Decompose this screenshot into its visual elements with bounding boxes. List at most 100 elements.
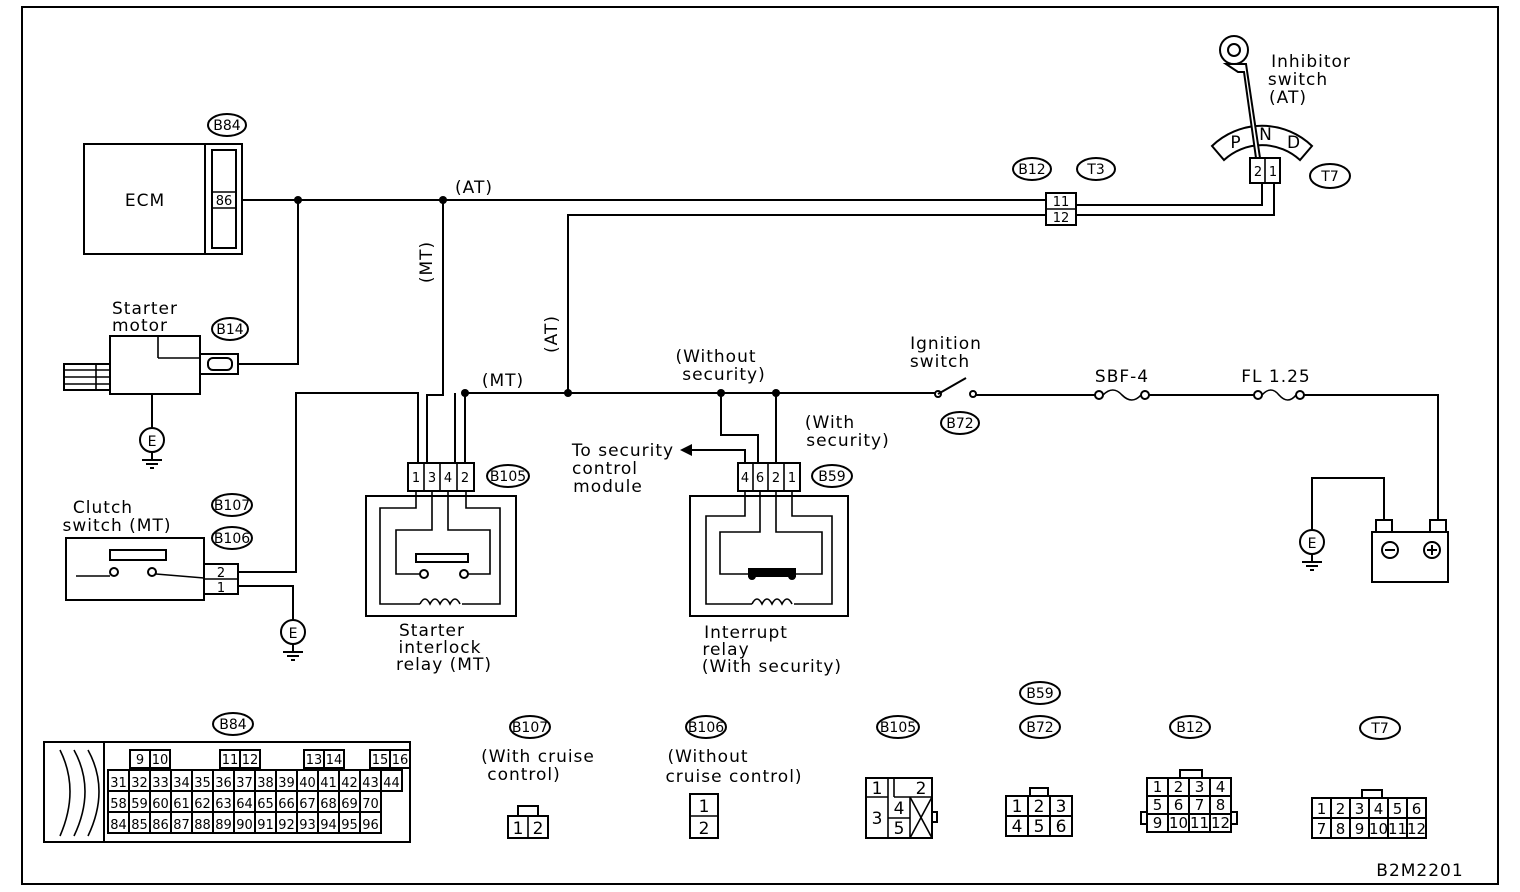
svg-text:B72: B72: [1026, 720, 1053, 736]
mt-short-label: (MT): [482, 371, 524, 391]
at-top-label: (AT): [455, 178, 493, 198]
svg-text:(AT): (AT): [1269, 88, 1307, 108]
svg-text:1: 1: [1269, 165, 1277, 180]
connector-t7-tag: T7: [1309, 163, 1351, 189]
pin-number: 2: [1034, 797, 1045, 817]
b106-note-2: cruise control): [665, 767, 802, 787]
svg-text:B107: B107: [214, 498, 250, 514]
b12-face-tag: B12: [1169, 715, 1211, 739]
svg-text:Clutch: Clutch: [73, 498, 133, 518]
pin-number: 40: [299, 776, 316, 791]
pin-number: 6: [1056, 817, 1067, 837]
pin-cell: [389, 749, 411, 769]
pin-number: 8: [1336, 820, 1346, 838]
svg-text:SBF-4: SBF-4: [1095, 367, 1149, 387]
connector-b106-tag: B106: [211, 526, 253, 550]
svg-text:switch: switch: [1268, 70, 1328, 90]
starter-interlock-relay: 1 3 4 2 Starter interlock relay (MT): [365, 462, 517, 675]
svg-text:B107: B107: [512, 720, 548, 736]
without-security-label: (Without: [675, 347, 756, 367]
pin-number: 33: [152, 776, 169, 791]
svg-text:B105: B105: [490, 469, 526, 485]
svg-text:5: 5: [894, 819, 905, 839]
at-vertical-label: (AT): [542, 315, 562, 353]
b105-connector-face: 1 2 3 4 5: [865, 777, 938, 839]
pin-number: 89: [215, 818, 232, 833]
svg-text:E: E: [289, 626, 298, 642]
svg-text:4: 4: [444, 471, 452, 486]
pin-number: 44: [383, 776, 400, 791]
pin-number: 67: [299, 797, 316, 812]
pin-number: 39: [278, 776, 295, 791]
pin-number: 93: [299, 818, 316, 833]
ignition-switch: Ignition switch: [910, 334, 981, 398]
wiring: [238, 183, 1439, 620]
svg-text:6: 6: [756, 471, 764, 486]
pin-number: 64: [236, 797, 253, 812]
pin-number: 12: [242, 753, 259, 768]
svg-text:P: P: [1230, 133, 1241, 153]
b84-face-tag: B84: [212, 712, 254, 736]
svg-text:E: E: [1308, 536, 1317, 552]
svg-text:2: 2: [217, 566, 225, 581]
svg-text:B14: B14: [216, 322, 244, 338]
pin-number: 42: [341, 776, 358, 791]
svg-text:4: 4: [894, 799, 905, 819]
b72-face-tag: B72: [1019, 715, 1061, 739]
ground-battery: E: [1299, 529, 1325, 571]
pin-number: 5: [1034, 817, 1045, 837]
pin-number: 70: [362, 797, 379, 812]
pin-number: 12: [1407, 820, 1426, 838]
pin-number: 96: [362, 818, 379, 833]
connector-b84-tag: B84: [207, 113, 247, 137]
without-security-label-2: security): [682, 365, 766, 385]
pin-number: 7: [1195, 796, 1205, 814]
svg-text:2: 2: [699, 819, 710, 839]
pin-number: 35: [194, 776, 211, 791]
pin-number: 11: [222, 753, 239, 768]
pin-cell: [1209, 813, 1232, 833]
pin-cell: [359, 811, 382, 834]
pin-number: 10: [152, 753, 169, 768]
connector-b107-tag: B107: [211, 493, 253, 517]
svg-text:motor: motor: [112, 316, 168, 336]
pin-number: 61: [173, 797, 190, 812]
pin-number: 85: [131, 818, 148, 833]
b106-connector-face: 1 2: [689, 793, 719, 839]
starter-motor: Starter motor: [63, 299, 239, 428]
pin-number: 8: [1216, 796, 1226, 814]
interrupt-relay: 4 6 2 1 Interrupt relay (With security): [689, 462, 849, 677]
fuse-fl-1-25: FL 1.25: [1241, 367, 1310, 401]
b59-face-tag: B59: [1019, 681, 1061, 705]
pin-number: 6: [1174, 796, 1184, 814]
pin-number: 1: [1153, 778, 1163, 796]
svg-text:2: 2: [1254, 165, 1262, 180]
svg-text:1: 1: [788, 471, 796, 486]
svg-text:12: 12: [1053, 211, 1070, 226]
svg-text:11: 11: [1053, 195, 1070, 210]
pin-number: 10: [1169, 814, 1188, 832]
connector-b72-tag: B72: [940, 411, 980, 435]
svg-text:3: 3: [428, 471, 436, 486]
pin-number: 4: [1012, 817, 1023, 837]
svg-text:B12: B12: [1176, 720, 1203, 736]
pin-number: 11: [1190, 814, 1209, 832]
b105-face-tag: B105: [876, 715, 920, 739]
svg-text:1: 1: [412, 471, 420, 486]
clutch-switch: Clutch switch (MT) 2 1: [63, 498, 239, 601]
pin-number: 92: [278, 818, 295, 833]
pin-cell: [323, 749, 345, 769]
pin-number: 41: [320, 776, 337, 791]
pin-number: 13: [306, 753, 323, 768]
connector-b12-tag: B12: [1012, 157, 1052, 181]
pin-number: 59: [131, 797, 148, 812]
svg-text:2: 2: [461, 471, 469, 486]
pin-number: 11: [1388, 820, 1407, 838]
svg-text:T7: T7: [1370, 721, 1388, 737]
svg-text:B106: B106: [688, 720, 724, 736]
svg-text:relay: relay: [702, 640, 749, 660]
